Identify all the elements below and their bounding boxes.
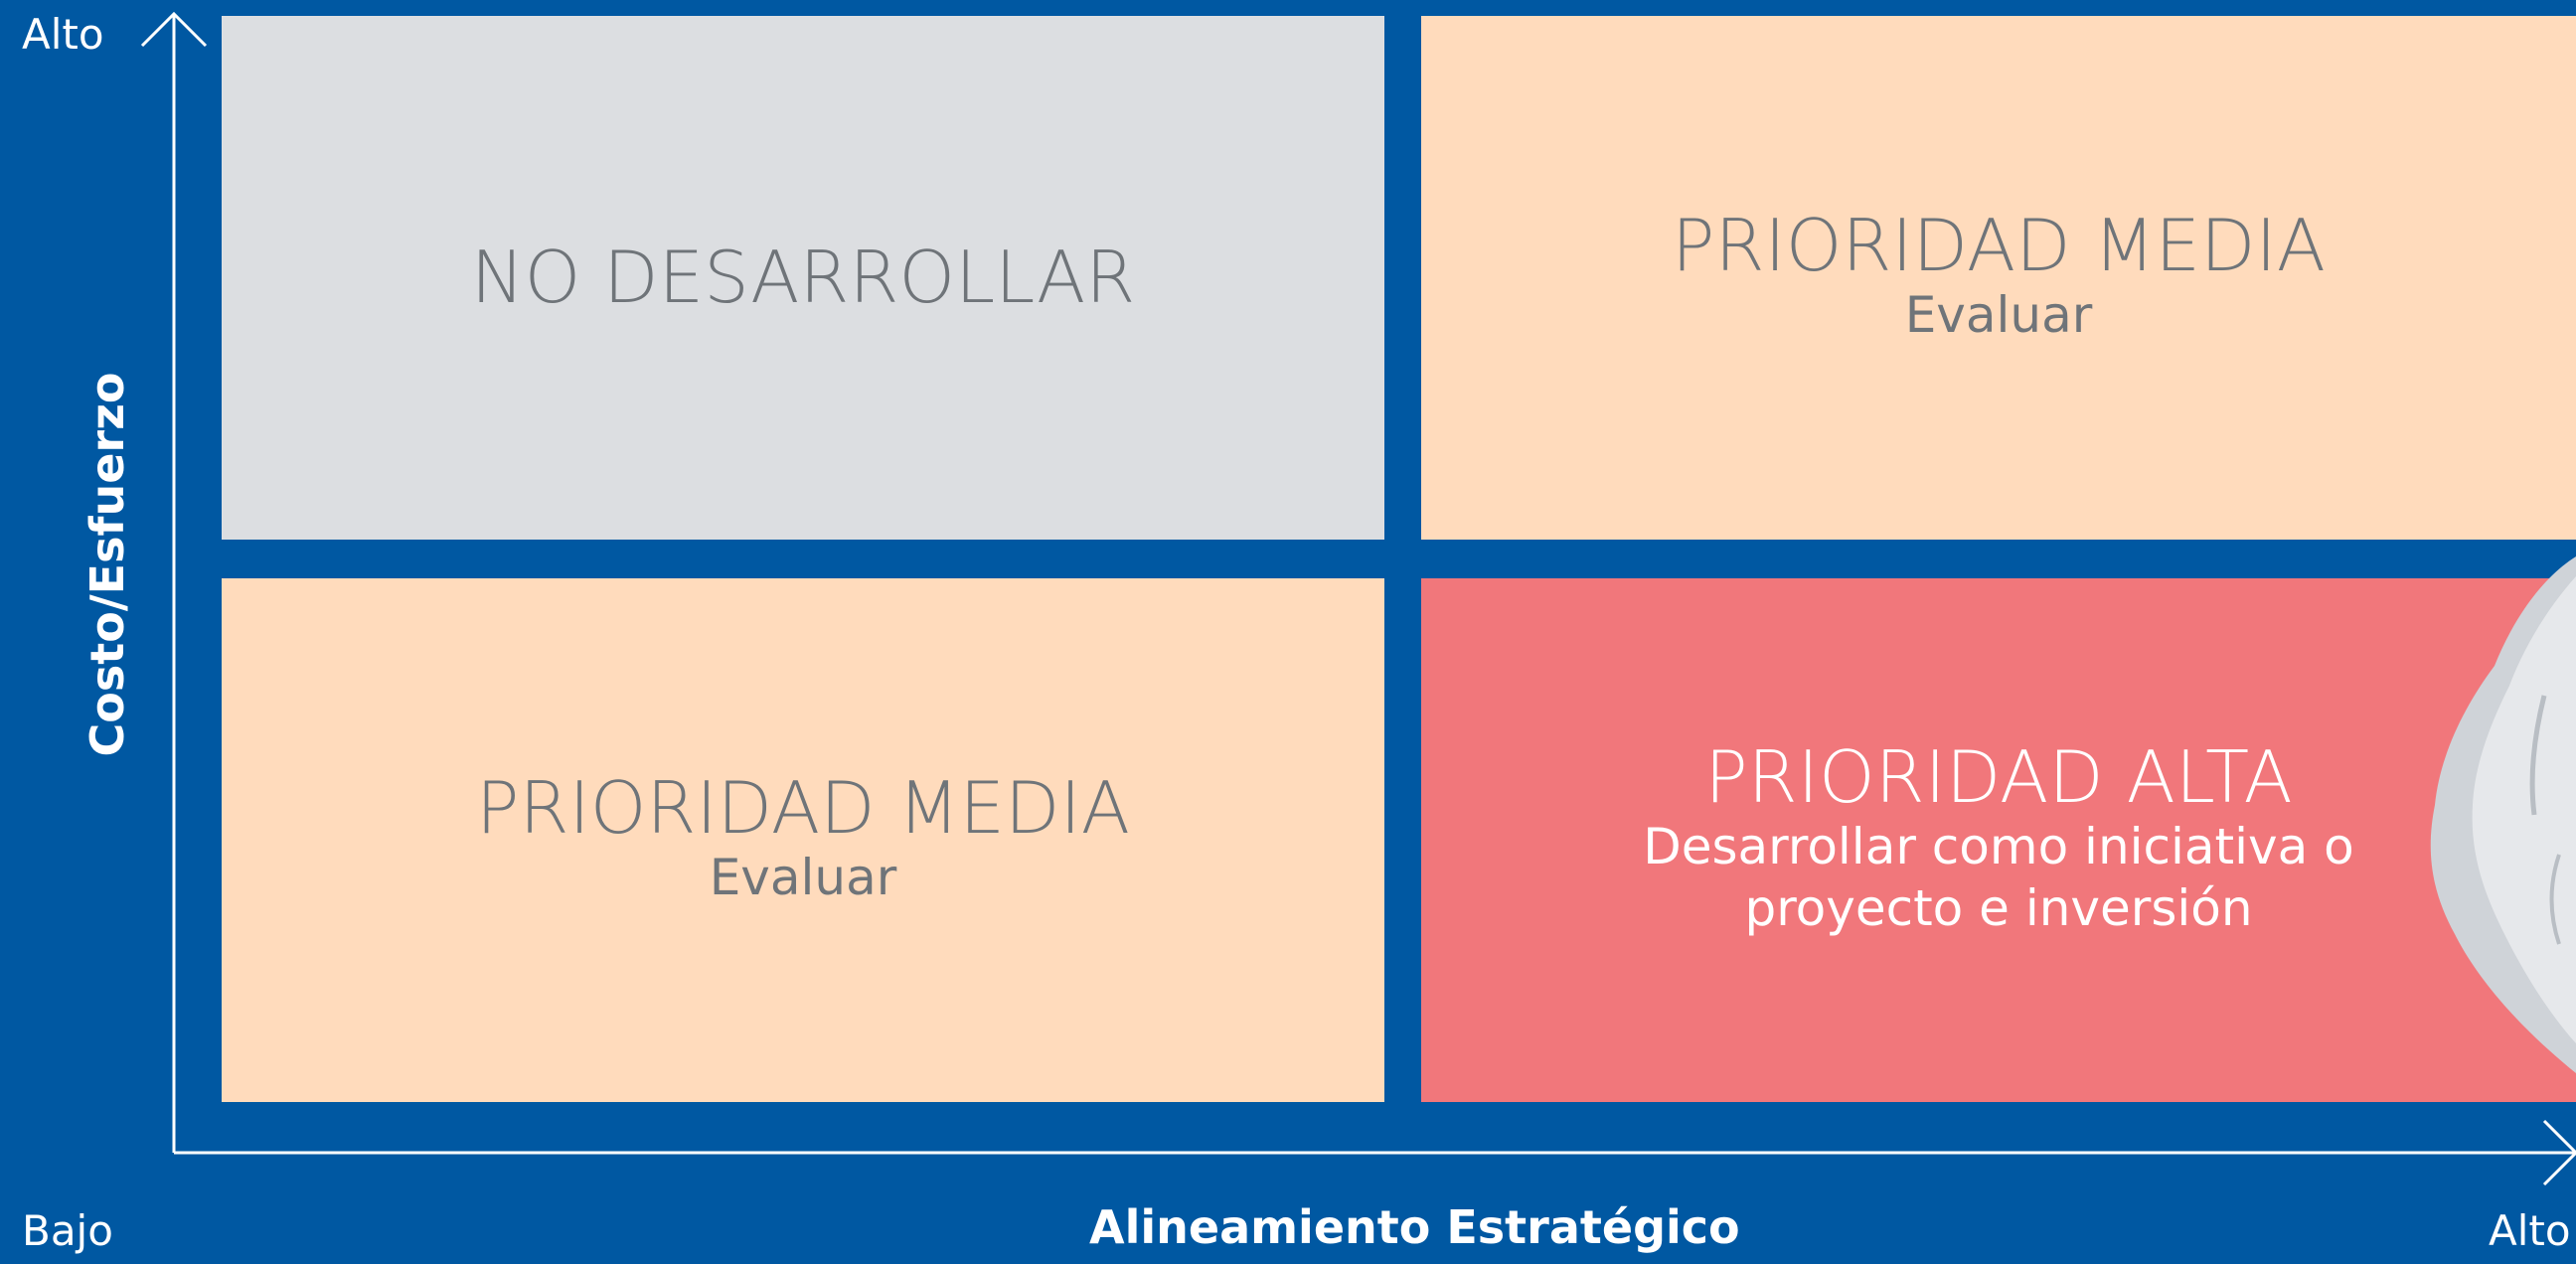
quadrant-prioridad-alta: PRIORIDAD ALTA Desarrollar como iniciati… [1421,578,2576,1102]
quadrant-subtitle: Evaluar [1904,286,2093,345]
y-axis-arrowhead [140,11,208,48]
y-axis-title: Costo/Esfuerzo [80,372,134,757]
quadrant-title: PRIORIDAD MEDIA [1672,204,2326,288]
quadrant-title: PRIORIDAD ALTA [1704,735,2293,820]
x-axis-high-label: Alto [2489,1206,2571,1255]
quadrant-subtitle-line-1: Desarrollar como iniciativa o [1643,817,2354,875]
quadrant-prioridad-media-top: PRIORIDAD MEDIA Evaluar [1421,16,2576,540]
quadrant-subtitle: Evaluar [709,849,897,907]
y-axis-high-label: Alto [22,10,104,59]
quadrant-subtitle-line-2: proyecto e inversión [1744,879,2253,938]
x-axis-title: Alineamiento Estratégico [1089,1200,1740,1254]
decorative-photo [2430,556,2576,1073]
quadrant-prioridad-media-bottom: PRIORIDAD MEDIA Evaluar [222,578,1384,1102]
quadrant-title: NO DESARROLLAR [470,235,1136,319]
x-axis-low-label: Bajo [22,1206,113,1255]
x-axis-arrowhead [2542,1119,2576,1186]
quadrant-no-desarrollar: NO DESARROLLAR [222,16,1384,540]
quadrant-title: PRIORIDAD MEDIA [476,766,1130,851]
